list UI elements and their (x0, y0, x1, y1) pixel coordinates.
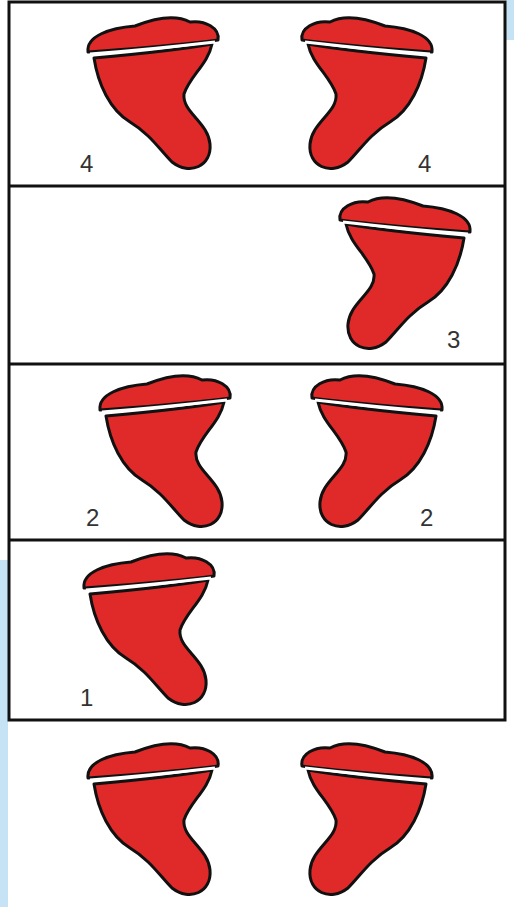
callout-number: 4 (418, 152, 431, 176)
right-foot (302, 18, 432, 169)
callout-number: 3 (447, 328, 460, 352)
callout-number: 1 (80, 686, 93, 710)
panel-frame (9, 2, 505, 720)
left-foot (84, 554, 214, 705)
left-foot (88, 744, 218, 895)
edge-tint (0, 560, 8, 907)
left-foot (88, 18, 218, 169)
right-foot (302, 744, 432, 895)
callout-number: 2 (420, 506, 433, 530)
left-foot (100, 376, 230, 527)
right-foot (312, 376, 442, 527)
callout-number: 2 (86, 506, 99, 530)
callout-number: 4 (80, 152, 93, 176)
edge-tint (506, 0, 514, 40)
right-foot (340, 198, 470, 349)
